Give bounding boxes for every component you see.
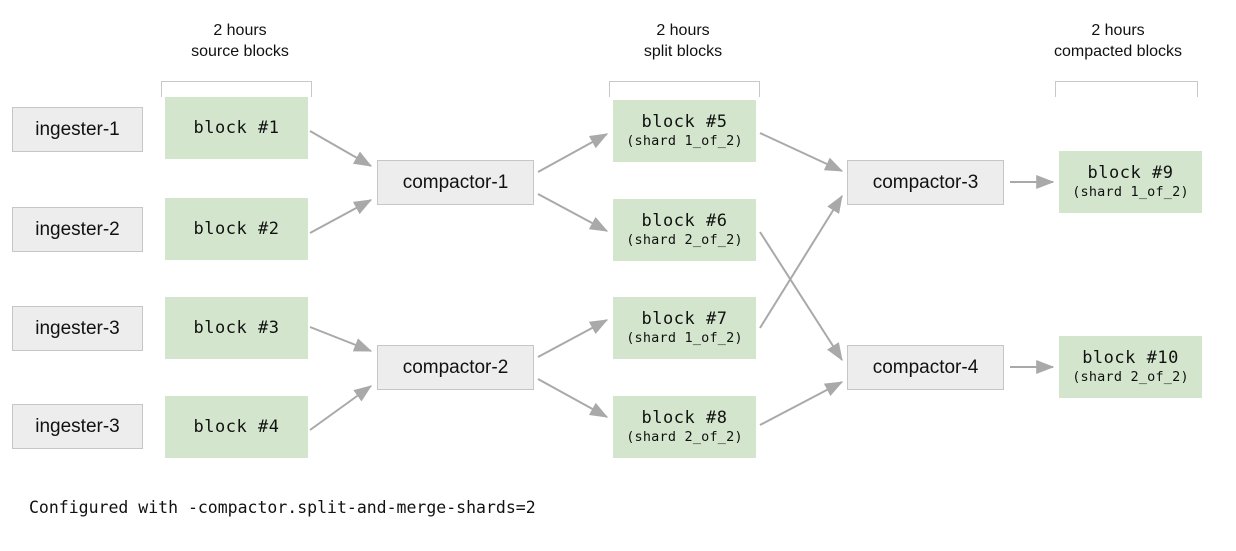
ingester-4-label: ingester-3 — [35, 415, 120, 437]
ingester-1-label: ingester-1 — [35, 118, 120, 140]
source-block-1-title: block #1 — [193, 117, 280, 138]
compacted-block-9-shard: (shard 1_of_2) — [1072, 184, 1189, 200]
ingester-1-box[interactable]: ingester-1 — [12, 107, 143, 152]
group-label-compacted-blocks-line1: 2 hours — [1091, 22, 1145, 39]
split-block-6-title: block #6 — [641, 211, 728, 231]
compactor-4-box[interactable]: compactor-4 — [847, 345, 1004, 390]
compacted-block-10[interactable]: block #10 (shard 2_of_2) — [1059, 336, 1202, 398]
split-block-8-title: block #8 — [641, 408, 728, 428]
source-block-2-title: block #2 — [193, 218, 280, 239]
bracket-compacted-blocks — [1055, 81, 1198, 97]
arrow-compactor1-to-block6 — [537, 193, 609, 232]
compactor-1-box[interactable]: compactor-1 — [377, 160, 534, 205]
source-block-4-title: block #4 — [193, 416, 280, 437]
source-block-1[interactable]: block #1 — [165, 97, 308, 159]
split-block-6[interactable]: block #6 (shard 2_of_2) — [613, 199, 756, 261]
arrow-block8-to-compactor4 — [759, 381, 844, 426]
arrow-block4-to-compactor2 — [309, 385, 372, 431]
compacted-block-9[interactable]: block #9 (shard 1_of_2) — [1059, 151, 1202, 213]
arrow-block2-to-compactor1 — [309, 199, 373, 234]
split-block-6-shard: (shard 2_of_2) — [626, 232, 743, 248]
arrow-compactor2-to-block7 — [537, 319, 609, 358]
ingester-2-label: ingester-2 — [35, 218, 120, 240]
split-block-7[interactable]: block #7 (shard 1_of_2) — [613, 297, 756, 359]
split-block-8[interactable]: block #8 (shard 2_of_2) — [613, 396, 756, 458]
group-label-split-blocks: 2 hours split blocks — [593, 20, 773, 62]
arrow-block3-to-compactor2 — [309, 326, 373, 352]
split-block-7-shard: (shard 1_of_2) — [626, 330, 743, 346]
compactor-4-label: compactor-4 — [872, 356, 979, 378]
ingester-2-box[interactable]: ingester-2 — [12, 207, 143, 252]
arrow-block5-to-compactor3 — [759, 132, 844, 172]
split-block-7-title: block #7 — [641, 309, 728, 329]
group-label-source-blocks: 2 hours source blocks — [150, 20, 330, 62]
group-label-source-blocks-line1: 2 hours — [213, 22, 267, 39]
compactor-3-box[interactable]: compactor-3 — [847, 160, 1004, 205]
bracket-split-blocks — [609, 81, 760, 97]
ingester-4-box[interactable]: ingester-3 — [12, 404, 143, 449]
group-label-compacted-blocks-line2: compacted blocks — [1053, 43, 1183, 60]
compactor-1-label: compactor-1 — [402, 171, 509, 193]
compacted-block-9-title: block #9 — [1087, 163, 1174, 183]
group-label-source-blocks-line2: source blocks — [191, 43, 289, 60]
diagram-caption: Configured with -compactor.split-and-mer… — [29, 498, 536, 517]
split-block-5-title: block #5 — [641, 112, 728, 132]
compactor-2-box[interactable]: compactor-2 — [377, 345, 534, 390]
group-label-compacted-blocks: 2 hours compacted blocks — [1020, 20, 1216, 62]
group-label-split-blocks-line2: split blocks — [643, 43, 723, 60]
arrow-block1-to-compactor1 — [309, 130, 373, 167]
arrow-compactor2-to-block8 — [537, 378, 609, 418]
source-block-4[interactable]: block #4 — [165, 396, 308, 458]
split-block-5-shard: (shard 1_of_2) — [626, 133, 743, 149]
arrow-block6-to-compactor4 — [759, 231, 843, 362]
ingester-3-label: ingester-3 — [35, 317, 120, 339]
ingester-3-box[interactable]: ingester-3 — [12, 306, 143, 351]
source-block-2[interactable]: block #2 — [165, 198, 308, 260]
compactor-2-label: compactor-2 — [402, 356, 509, 378]
compacted-block-10-shard: (shard 2_of_2) — [1072, 369, 1189, 385]
arrow-compactor1-to-block5 — [537, 133, 609, 173]
source-block-3[interactable]: block #3 — [165, 297, 308, 359]
compactor-3-label: compactor-3 — [872, 171, 979, 193]
bracket-source-blocks — [161, 81, 312, 97]
source-block-3-title: block #3 — [193, 317, 280, 338]
group-label-split-blocks-line1: 2 hours — [656, 22, 710, 39]
split-block-5[interactable]: block #5 (shard 1_of_2) — [613, 100, 756, 162]
compacted-block-10-title: block #10 — [1082, 348, 1179, 368]
arrow-block7-to-compactor3 — [759, 194, 843, 329]
split-block-8-shard: (shard 2_of_2) — [626, 429, 743, 445]
